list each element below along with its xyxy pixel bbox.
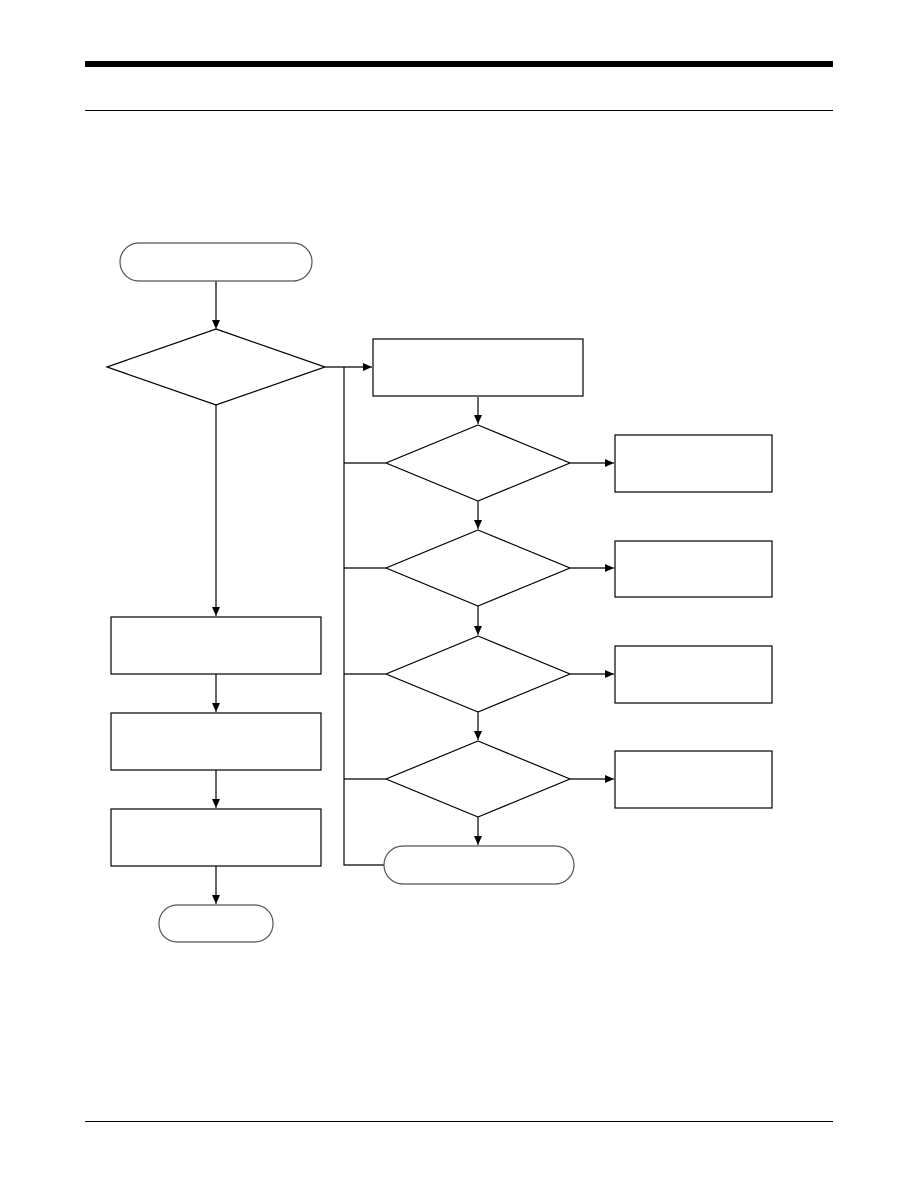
node-process-l2: [110, 712, 322, 771]
node-decision-2: [384, 529, 572, 607]
node-action-4: [614, 750, 773, 809]
node-decision-1: [384, 424, 572, 502]
node-action-1: [614, 434, 773, 493]
node-decision-3: [384, 635, 572, 713]
node-decision-a: [105, 328, 327, 406]
node-process-l1: [110, 616, 322, 675]
node-action-3: [614, 645, 773, 704]
node-start: [119, 242, 313, 282]
header-rule-thin: [85, 110, 833, 111]
node-process-l3: [110, 808, 322, 867]
header-rule-thick: [85, 61, 833, 67]
node-end-left: [158, 904, 274, 943]
node-decision-4: [384, 740, 572, 818]
connectors: [212, 281, 614, 904]
node-end-right: [383, 845, 575, 885]
node-process-r1: [372, 338, 584, 397]
footer-rule: [85, 1121, 833, 1122]
edge-return-trunk: [343, 367, 384, 866]
node-action-2: [614, 540, 773, 598]
